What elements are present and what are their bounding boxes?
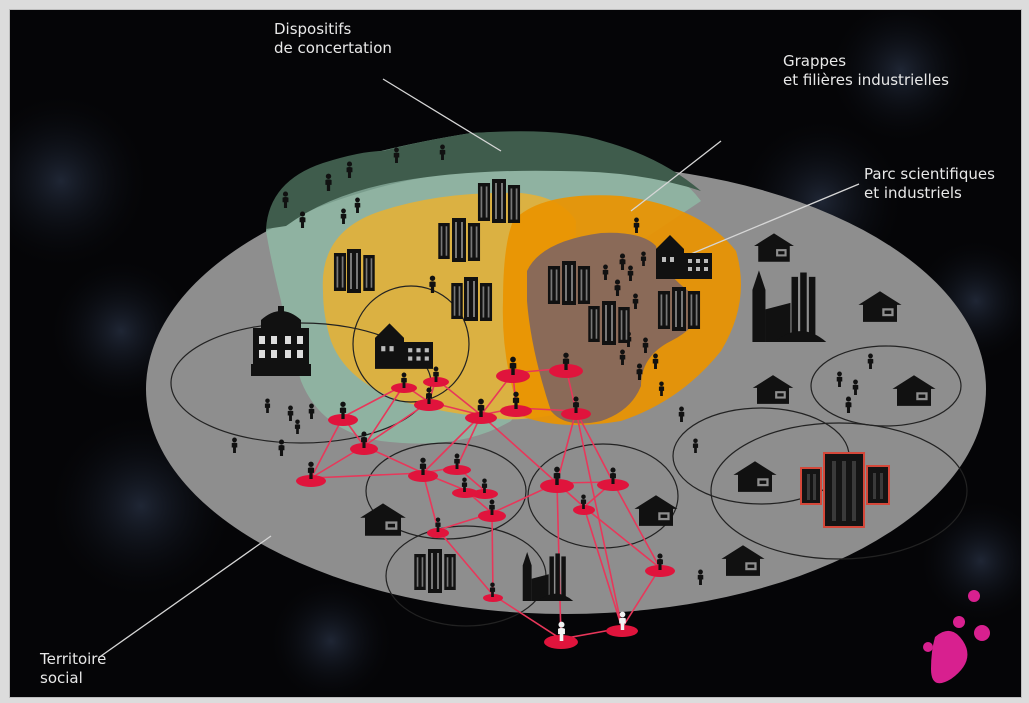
logo-icon bbox=[923, 590, 990, 684]
diagram-frame: Dispositifs de concertation Grappes et f… bbox=[9, 9, 1022, 698]
label-dispositifs-line2: de concertation bbox=[274, 39, 392, 57]
label-dispositifs: Dispositifs de concertation bbox=[274, 20, 392, 58]
label-grappes: Grappes et filières industrielles bbox=[783, 52, 949, 90]
label-territoire-line2: social bbox=[40, 669, 83, 687]
concertation-top bbox=[266, 131, 701, 229]
label-territoire: Territoire social bbox=[40, 650, 106, 688]
leader-lines bbox=[100, 78, 860, 657]
label-dispositifs-line1: Dispositifs bbox=[274, 20, 352, 38]
label-parc-line1: Parc scientifiques bbox=[864, 165, 995, 183]
territory-diagram bbox=[10, 10, 1021, 697]
label-grappes-line2: et filières industrielles bbox=[783, 71, 949, 89]
network-nodes bbox=[296, 364, 675, 649]
red-towers bbox=[800, 452, 890, 528]
label-territoire-line1: Territoire bbox=[40, 650, 107, 668]
label-parc: Parc scientifiques et industriels bbox=[864, 165, 995, 203]
label-parc-line2: et industriels bbox=[864, 184, 962, 202]
label-grappes-line1: Grappes bbox=[783, 52, 847, 70]
